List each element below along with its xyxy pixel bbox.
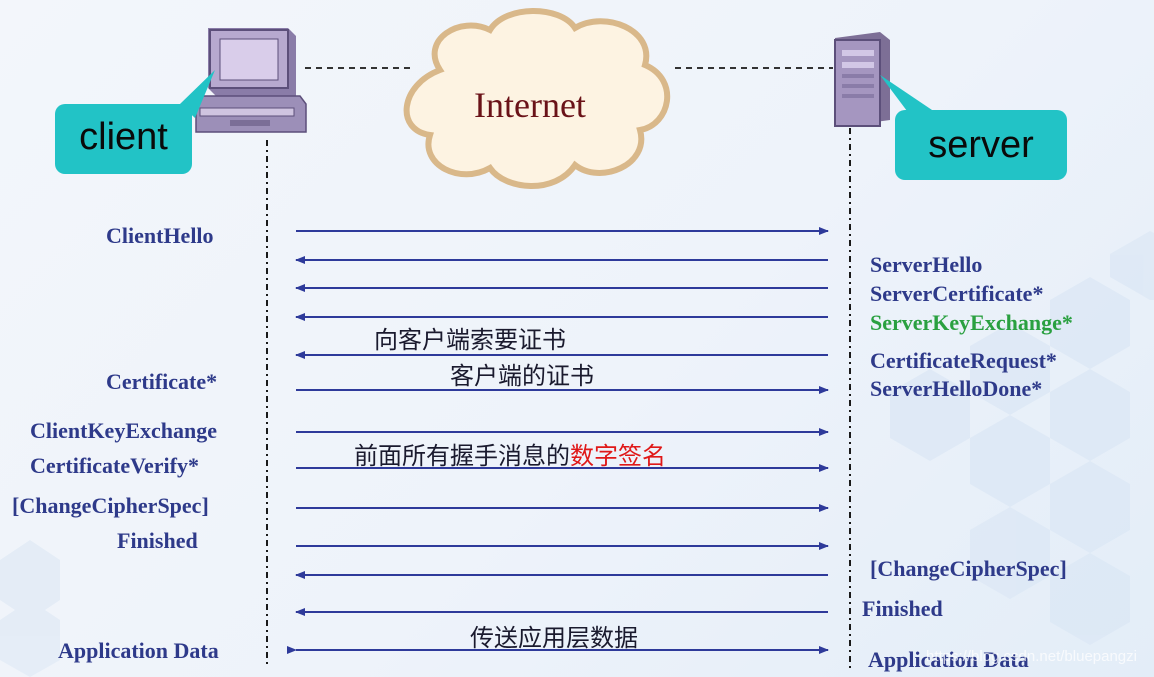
signature-prefix: 前面所有握手消息的 [354, 442, 570, 470]
client-cert-annotation: 客户端的证书 [450, 362, 594, 390]
client-hello-label: ClientHello [106, 223, 214, 248]
signature-highlight: 数字签名 [570, 442, 666, 470]
certificate-verify-label: CertificateVerify* [30, 453, 199, 478]
request-client-cert-annotation: 向客户端索要证书 [374, 326, 566, 354]
server-bubble [880, 75, 1067, 180]
client-application-data-label: Application Data [58, 638, 219, 663]
certificate-label: Certificate* [106, 369, 218, 394]
client-finished-label: Finished [117, 528, 198, 553]
certificate-request-label: CertificateRequest* [870, 348, 1057, 373]
server-hello-label: ServerHello [870, 252, 983, 277]
client-bubble [55, 70, 215, 174]
server-certificate-label: ServerCertificate* [870, 281, 1044, 306]
server-hello-done-label: ServerHelloDone* [870, 376, 1043, 401]
server-label: server [928, 124, 1034, 166]
server-key-exchange-label: ServerKeyExchange* [870, 310, 1073, 335]
server-change-cipher-spec-label: [ChangeCipherSpec] [870, 556, 1067, 581]
signature-annotation: 前面所有握手消息的数字签名 [354, 443, 666, 469]
server-finished-label: Finished [862, 596, 943, 621]
client-key-exchange-label: ClientKeyExchange [30, 418, 217, 443]
watermark: https://blog.csdn.net/bluepangzi [926, 648, 1137, 665]
desktop-computer-icon [195, 28, 307, 133]
client-label: client [79, 116, 168, 158]
cloud-icon [403, 8, 671, 189]
server-application-data-label: Application Data [868, 647, 1029, 672]
client-change-cipher-spec-label: [ChangeCipherSpec] [12, 493, 209, 518]
internet-label: Internet [474, 85, 586, 125]
server-tower-icon [834, 32, 890, 127]
transfer-app-data-annotation: 传送应用层数据 [470, 624, 638, 652]
